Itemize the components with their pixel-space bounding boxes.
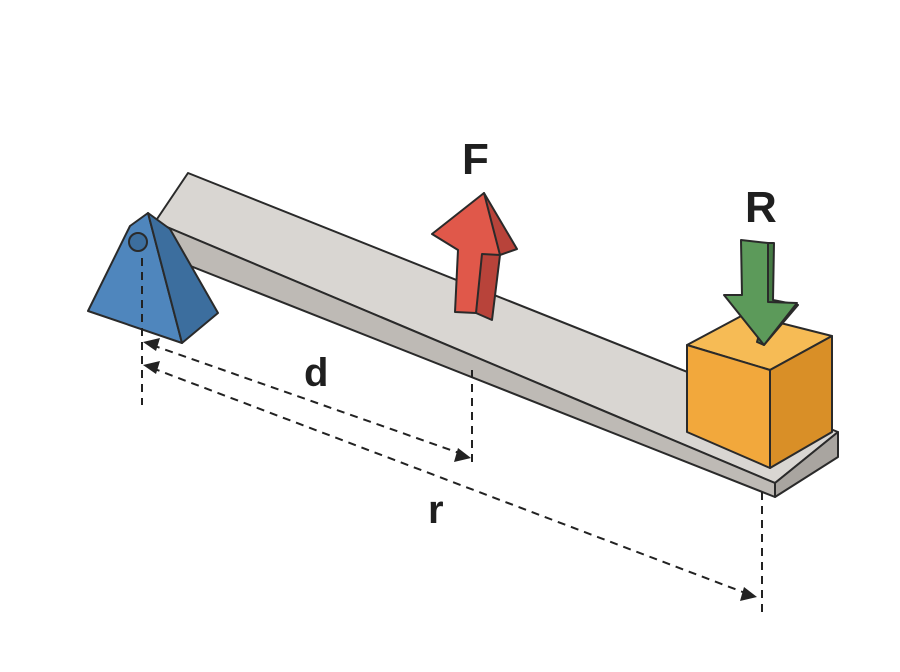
dimension-lines: d r — [141, 258, 763, 615]
reaction-arrow-front — [723, 239, 798, 346]
beam — [154, 172, 839, 498]
d-arrowhead-left-icon — [143, 338, 160, 351]
d-arrowhead-right-icon — [454, 448, 471, 462]
reaction-label: R — [745, 183, 777, 232]
r-label: r — [428, 488, 444, 532]
reaction-arrow: R — [723, 183, 799, 346]
pivot-support — [87, 212, 219, 344]
support-side-face — [147, 212, 219, 344]
force-arrow-front — [431, 192, 501, 314]
load-block-side — [769, 335, 833, 469]
force-arrow: F — [431, 135, 518, 321]
force-label: F — [462, 135, 489, 184]
pivot-pin-icon — [128, 232, 148, 252]
r-arrowhead-right-icon — [740, 587, 757, 601]
beam-end-face — [774, 431, 839, 498]
d-dimension-line — [151, 344, 463, 455]
d-label: d — [304, 351, 328, 395]
r-arrowhead-left-icon — [143, 361, 160, 374]
